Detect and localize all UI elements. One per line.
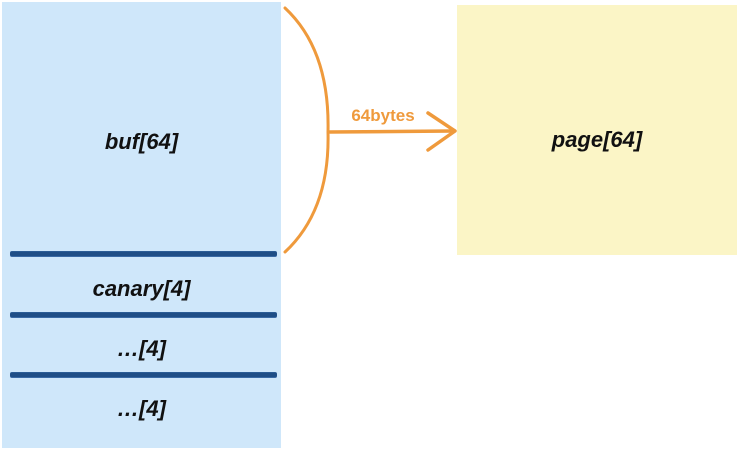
stack-divider-1 xyxy=(10,252,277,256)
stack-cell-ellipsis-1: …[4] xyxy=(117,336,166,361)
copy-brace-curve xyxy=(283,6,330,254)
stack-divider-2 xyxy=(10,313,277,317)
page-buffer: page[64] xyxy=(457,5,737,255)
stack-frame: buf[64] canary[4] …[4] …[4] xyxy=(2,2,281,448)
copy-size-label: 64bytes xyxy=(351,106,415,125)
stack-divider-3 xyxy=(10,373,277,377)
stack-cell-ellipsis-2: …[4] xyxy=(117,396,166,421)
page-buffer-label: page[64] xyxy=(551,127,643,152)
copy-arrow-head xyxy=(426,111,457,152)
copy-arrow-shaft xyxy=(328,129,454,134)
stack-cell-buf: buf[64] xyxy=(104,129,179,154)
stack-cell-canary: canary[4] xyxy=(92,276,191,301)
